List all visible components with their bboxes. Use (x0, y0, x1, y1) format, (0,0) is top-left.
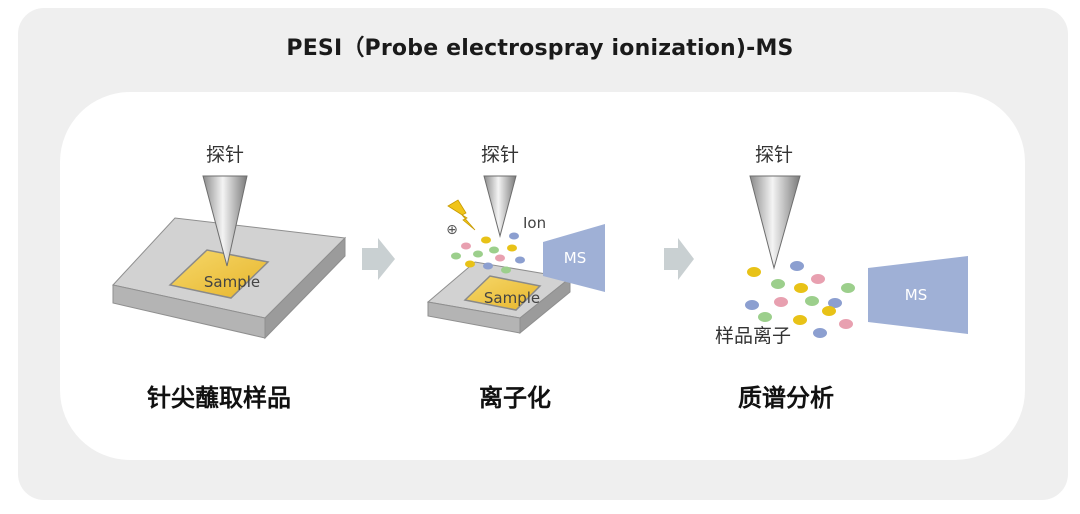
ion-dot (483, 262, 493, 270)
step2-ms-label: MS (564, 249, 586, 267)
ion-dot (790, 261, 804, 271)
ion-dot (507, 244, 517, 252)
step2-caption: 离子化 (479, 384, 551, 412)
step1-probe-label: 探针 (206, 144, 244, 166)
step3-ions (745, 261, 855, 338)
ion-dot (774, 297, 788, 307)
step3-ms-label: MS (905, 286, 927, 304)
step1-sample-area (168, 249, 270, 299)
step2-ions (451, 232, 525, 274)
ion-dot (828, 298, 842, 308)
ion-dot (515, 256, 525, 264)
ion-dot (489, 246, 499, 254)
step2-plus-icon: ⊕ (446, 222, 458, 238)
ion-dot (839, 319, 853, 329)
ion-dot (465, 260, 475, 268)
step1-caption: 针尖蘸取样品 (147, 384, 291, 412)
ion-dot (793, 315, 807, 325)
ion-dot (813, 328, 827, 338)
ion-dot (461, 242, 471, 250)
step2-probe-icon (483, 175, 517, 238)
ion-dot (501, 266, 511, 274)
ion-dot (473, 250, 483, 258)
step2-lightning-icon (447, 199, 476, 231)
step3-ms-detector (868, 256, 968, 334)
step2-ion-label: Ion (523, 214, 546, 232)
step1-probe-icon (202, 175, 248, 267)
step3-ions-label: 样品离子 (715, 325, 791, 347)
ion-dot (758, 312, 772, 322)
ion-dot (481, 236, 491, 244)
ion-dot (811, 274, 825, 284)
step2-sample-area (463, 275, 542, 311)
step2-probe-label: 探针 (481, 144, 519, 166)
step3-probe-icon (749, 175, 801, 270)
ion-dot (747, 267, 761, 277)
ion-dot (771, 279, 785, 289)
ion-dot (451, 252, 461, 260)
step3-probe-label: 探针 (755, 144, 793, 166)
ion-dot (794, 283, 808, 293)
ion-dot (509, 232, 519, 240)
ion-dot (805, 296, 819, 306)
step1-sample-label: Sample (204, 273, 260, 291)
diagram-title: PESI（Probe electrospray ionization)-MS (286, 36, 794, 61)
ion-dot (495, 254, 505, 262)
flow-arrow-icon (362, 238, 395, 280)
ion-dot (745, 300, 759, 310)
step2-ms-detector (543, 224, 605, 292)
ion-dot (841, 283, 855, 293)
step2-sample-label: Sample (484, 289, 540, 307)
flow-arrow-icon (664, 238, 694, 280)
ion-dot (822, 306, 836, 316)
step3-caption: 质谱分析 (738, 384, 834, 412)
